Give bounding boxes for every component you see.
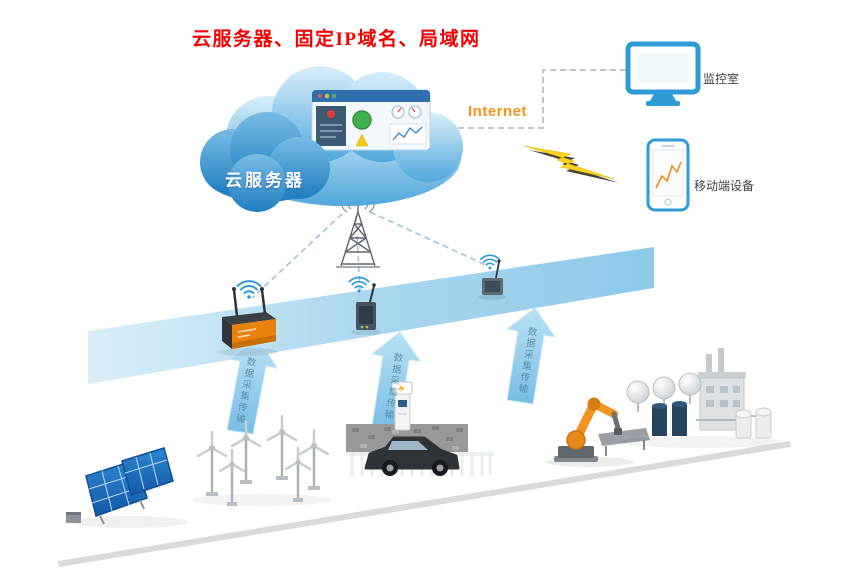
up-arrows [226,307,557,435]
mobile-phone-icon [646,138,690,212]
wifi-icon [348,276,370,293]
dtu-device [351,283,381,335]
robot-arm [546,397,650,467]
platform-edge [58,441,791,567]
wifi-icon [479,254,501,270]
lightning-icon [523,145,619,183]
up-arrow-3 [505,307,557,405]
monitor-room-label: 监控室 [703,72,740,86]
up-arrow-1 [226,337,279,435]
ev-charging-station [346,381,494,476]
dashboard-screenshot [311,89,431,151]
page-title: 云服务器、固定IP域名、局域网 [192,29,481,50]
router-device [218,287,278,356]
wifi-icon [236,280,262,299]
internet-label: Internet [468,103,528,120]
factory-plant [620,348,780,448]
cloud-front-icon [200,112,330,212]
solar-panels [66,447,188,528]
cloud-monitor-link [458,69,626,129]
wind-turbines [192,414,332,506]
mobile-device-label: 移动端设备 [694,179,755,193]
cloud-server [200,66,463,212]
wifi-icons [236,254,501,299]
monitor-icon [625,41,701,106]
gateway-device [478,259,506,300]
cloud-server-label: 云服务器 [225,171,305,190]
